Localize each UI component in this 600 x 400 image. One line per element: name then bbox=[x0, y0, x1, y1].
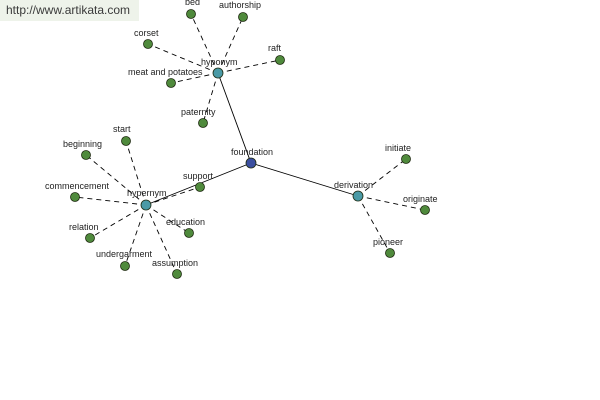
root-node-foundation[interactable] bbox=[245, 157, 257, 169]
leaf-label-meat-and-potatoes: meat and potatoes bbox=[128, 67, 203, 77]
leaf-label-bed: bed bbox=[185, 0, 200, 7]
leaf-label-pioneer: pioneer bbox=[373, 237, 403, 247]
leaf-node-assumption[interactable] bbox=[172, 269, 182, 279]
edge-hyponym-raft bbox=[217, 59, 281, 74]
leaf-label-initiate: initiate bbox=[385, 143, 411, 153]
leaf-node-undergarment[interactable] bbox=[120, 261, 130, 271]
leaf-node-beginning[interactable] bbox=[81, 150, 91, 160]
relation-node-hypernym[interactable] bbox=[140, 199, 152, 211]
leaf-node-authorship[interactable] bbox=[238, 12, 248, 22]
edge-hypernym-commencement bbox=[74, 196, 147, 206]
relation-label-hyponym: hyponym bbox=[201, 57, 238, 67]
leaf-node-initiate[interactable] bbox=[401, 154, 411, 164]
edge-derivation-originate bbox=[357, 195, 426, 211]
graph-edges bbox=[74, 13, 426, 275]
edge-hypernym-start bbox=[125, 140, 147, 206]
edge-hypernym-relation bbox=[89, 204, 147, 239]
relation-label-hypernym: hypernym bbox=[127, 188, 167, 198]
leaf-node-start[interactable] bbox=[121, 136, 131, 146]
edge-hypernym-assumption bbox=[145, 204, 178, 275]
leaf-label-raft: raft bbox=[268, 43, 282, 53]
leaf-node-originate[interactable] bbox=[420, 205, 430, 215]
leaf-label-support: support bbox=[183, 171, 214, 181]
edge-hypernym-beginning bbox=[85, 154, 147, 206]
graph-nodes bbox=[70, 9, 430, 279]
leaf-label-corset: corset bbox=[134, 28, 159, 38]
leaf-label-authorship: authorship bbox=[219, 0, 261, 10]
leaf-node-paternity[interactable] bbox=[198, 118, 208, 128]
leaf-node-support[interactable] bbox=[195, 182, 205, 192]
edge-hyponym-authorship bbox=[217, 16, 244, 74]
relation-label-derivation: derivation bbox=[334, 180, 373, 190]
leaf-label-paternity: paternity bbox=[181, 107, 216, 117]
leaf-node-commencement[interactable] bbox=[70, 192, 80, 202]
relation-node-hyponym[interactable] bbox=[212, 67, 224, 79]
leaf-label-assumption: assumption bbox=[152, 258, 198, 268]
leaf-label-beginning: beginning bbox=[63, 139, 102, 149]
leaf-node-education[interactable] bbox=[184, 228, 194, 238]
edge-hyponym-corset bbox=[147, 43, 219, 74]
leaf-label-undergarment: undergarment bbox=[96, 249, 153, 259]
leaf-label-education: education bbox=[166, 217, 205, 227]
leaf-node-meat-and-potatoes[interactable] bbox=[166, 78, 176, 88]
watermark-url: http://www.artikata.com bbox=[0, 0, 139, 21]
edge-hypernym-undergarment bbox=[124, 204, 147, 267]
root-label-foundation: foundation bbox=[231, 147, 273, 157]
graph-labels: bed authorship corset raft meat and potatoes… bbox=[45, 0, 438, 268]
edge-foundation-hyponym bbox=[217, 72, 252, 164]
leaf-node-pioneer[interactable] bbox=[385, 248, 395, 258]
leaf-node-raft[interactable] bbox=[275, 55, 285, 65]
relation-node-derivation[interactable] bbox=[352, 190, 364, 202]
edge-derivation-pioneer bbox=[357, 195, 391, 254]
edge-hypernym-support bbox=[145, 186, 201, 206]
leaf-label-relation: relation bbox=[69, 222, 99, 232]
edge-foundation-derivation bbox=[250, 162, 359, 197]
leaf-label-commencement: commencement bbox=[45, 181, 110, 191]
edge-hyponym-meat-and-potatoes bbox=[170, 72, 219, 84]
leaf-node-bed[interactable] bbox=[186, 9, 196, 19]
leaf-node-corset[interactable] bbox=[143, 39, 153, 49]
edge-hyponym-bed bbox=[190, 13, 219, 74]
leaf-node-relation[interactable] bbox=[85, 233, 95, 243]
edge-derivation-initiate bbox=[357, 158, 407, 197]
leaf-label-originate: originate bbox=[403, 194, 438, 204]
leaf-label-start: start bbox=[113, 124, 131, 134]
